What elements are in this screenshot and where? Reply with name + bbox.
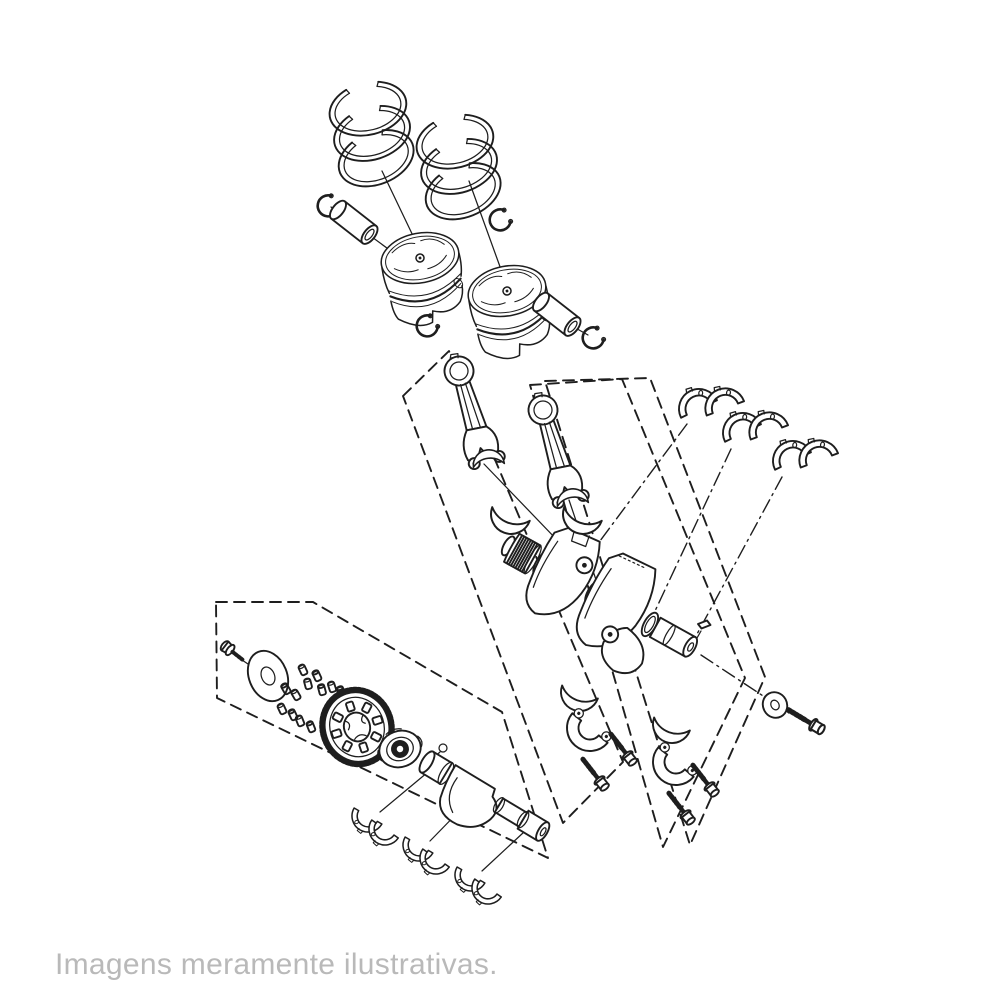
kit-outlines xyxy=(215,350,766,859)
woodruff-key xyxy=(697,619,712,630)
crank-flange-bolt xyxy=(785,704,827,736)
rod-bearing-shell-1 xyxy=(484,506,531,541)
crankshaft xyxy=(500,526,699,675)
crankshaft-kit-outline xyxy=(544,377,766,846)
connecting-rod-kit-1-outline xyxy=(402,350,624,824)
crank-washer xyxy=(761,691,789,719)
rod-cap-set-2 xyxy=(642,716,721,827)
circlip-4 xyxy=(577,322,609,354)
piston-pin-1 xyxy=(325,196,382,248)
balance-shaft-bearing-pair-2 xyxy=(395,836,451,884)
balance-shaft-bearing-pair-3 xyxy=(447,866,503,914)
balance-shaft xyxy=(418,750,551,842)
circlip-2 xyxy=(411,310,443,342)
circlip-3 xyxy=(484,204,516,236)
dowel-pin xyxy=(438,743,448,753)
connecting-rod-kit-2-outline xyxy=(529,378,746,848)
balancer-kit xyxy=(216,637,551,914)
connecting-rod-2 xyxy=(520,387,591,512)
balancer-washer-plate xyxy=(246,649,290,703)
balancer-kit-outline xyxy=(215,601,549,859)
piston-ring-set-1 xyxy=(323,75,424,198)
balancer-driven-gear xyxy=(319,686,395,768)
connecting-rod-1 xyxy=(436,348,507,473)
rod-cap-set-1 xyxy=(554,684,639,793)
balancer-hub xyxy=(377,728,423,769)
main-bearing-pair-3 xyxy=(763,430,840,471)
piston-pin-2 xyxy=(528,288,585,340)
balancer-screw xyxy=(216,637,249,667)
main-bearing-pair-2 xyxy=(713,402,790,443)
balance-shaft-bearing-pair-1 xyxy=(344,807,400,855)
caption: Imagens meramente ilustrativas. xyxy=(55,948,498,981)
piston-ring-set-2 xyxy=(410,108,511,231)
